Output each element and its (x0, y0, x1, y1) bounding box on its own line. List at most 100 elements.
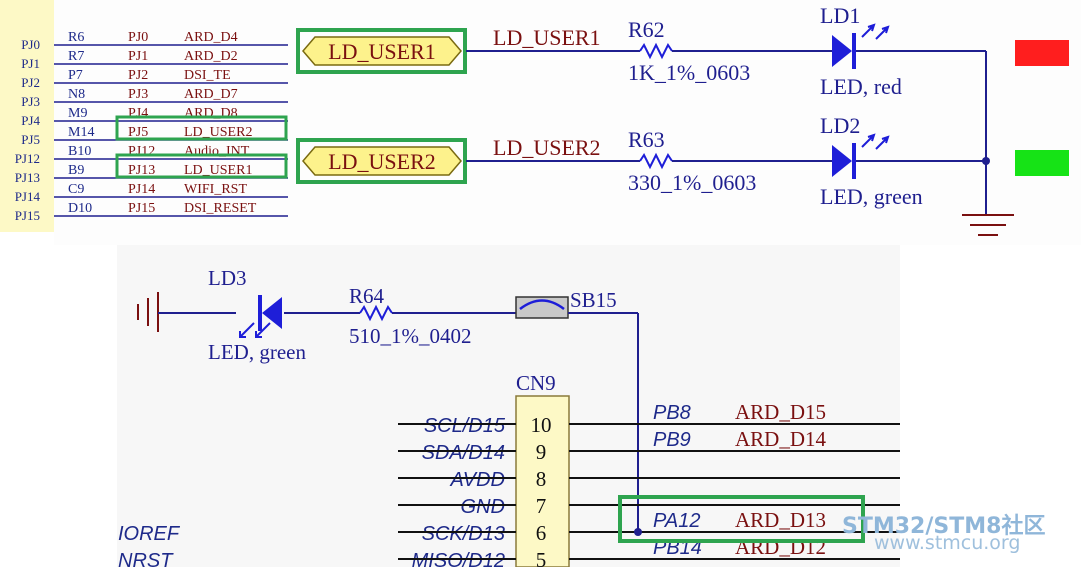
ic-port-label: PJ0 (21, 37, 40, 52)
led-ref: LD1 (820, 3, 860, 28)
led-color-swatch (1015, 150, 1069, 176)
resistor-ref: R62 (628, 17, 665, 42)
ic-port-label: PJ1 (21, 56, 40, 71)
side-label: NRST (118, 550, 174, 567)
highlight-box-pj5 (115, 115, 288, 141)
arduino-net-name: ARD_D12 (735, 535, 826, 559)
arduino-net-name: ARD_D14 (735, 427, 827, 451)
ic-port-label: PJ5 (21, 132, 40, 147)
port-ld_user2 (302, 146, 462, 176)
led-ref: LD2 (820, 113, 860, 138)
junction-dot (634, 528, 642, 536)
ic-ball-id: M9 (68, 106, 87, 121)
ic-net-name: ARD_D2 (184, 49, 238, 64)
net-label: LD_USER2 (493, 135, 601, 160)
connector-pin-number: 8 (536, 467, 547, 491)
ic-pin-name: PJ5 (128, 125, 148, 140)
ic-ball-id: D10 (68, 201, 92, 216)
resistor-ref: R64 (349, 284, 385, 308)
watermark-url: www.stmcu.org (874, 532, 1021, 554)
led-color-swatch (1015, 40, 1069, 66)
resistor-symbol (639, 42, 673, 60)
ic-net-name: DSI_RESET (184, 201, 257, 216)
ic-pin-name: PJ4 (128, 106, 148, 121)
ic-port-label: PJ13 (15, 170, 40, 185)
net-label: LD_USER1 (493, 25, 601, 50)
ic-net-name: ARD_D4 (184, 30, 238, 45)
led-desc: LED, green (208, 340, 306, 364)
resistor-ref: R63 (628, 127, 665, 152)
ic-port-label: PJ3 (21, 94, 40, 109)
solder-bridge-arc (519, 299, 565, 311)
connector-pin-number: 5 (536, 548, 547, 567)
highlight-box-pa12 (618, 495, 865, 543)
led-symbol-rays (861, 133, 890, 150)
led-symbol-rays (861, 23, 890, 40)
ic-ball-id: M14 (68, 125, 94, 140)
connector-pin-name: AVDD (450, 469, 505, 491)
resistor-value: 1K_1%_0603 (628, 60, 750, 85)
junction-dot (982, 157, 990, 165)
led-desc: LED, red (820, 74, 902, 99)
led-symbol (832, 145, 852, 177)
ic-net-name: ARD_D7 (184, 87, 238, 102)
ic-pin-name: PJ13 (128, 163, 155, 178)
connector-pin-name: SDA/D14 (422, 442, 505, 464)
connector-pin-number: 7 (536, 494, 547, 518)
led-ld3-symbol (262, 297, 282, 329)
led-ref: LD3 (208, 266, 247, 290)
connector-body (515, 395, 570, 567)
resistor-value: 330_1%_0603 (628, 170, 756, 195)
ic-port-label: PJ4 (21, 113, 40, 128)
ic-ball-id: B10 (68, 144, 91, 159)
watermark-separator: / (925, 514, 934, 539)
connector-ref: CN9 (516, 371, 556, 395)
ic-pin-name: PJ15 (128, 201, 155, 216)
ic-net-name: DSI_TE (184, 68, 231, 83)
ic-port-label: PJ15 (15, 208, 40, 223)
highlight-box-port (296, 28, 467, 74)
arduino-net-name: ARD_D13 (735, 508, 826, 532)
ic-port-label: PJ14 (15, 189, 41, 204)
highlight-box-port (296, 138, 467, 184)
ic-pin-name: PJ1 (128, 49, 148, 64)
connector-pin-number: 10 (531, 413, 552, 437)
side-label: IOREF (118, 523, 181, 545)
ic-net-name: WIFI_RST (184, 182, 247, 197)
ic-ball-id: C9 (68, 182, 84, 197)
watermark-brand-b: STM8 (933, 514, 1002, 539)
ic-ball-id: P7 (68, 68, 83, 83)
mcu-port-name: PA12 (653, 510, 700, 532)
ic-net-name: Audio_INT (184, 144, 250, 159)
led-symbol (832, 35, 852, 67)
port-ld_user1 (302, 36, 462, 66)
connector-pin-number: 6 (536, 521, 547, 545)
watermark-brand-a: STM32 (842, 514, 926, 539)
highlight-box-pj13 (115, 153, 288, 179)
ic-pin-name: PJ3 (128, 87, 148, 102)
ic-port-label: PJ2 (21, 75, 40, 90)
led-schematic-area (54, 0, 1081, 245)
connector-pin-number: 9 (536, 440, 547, 464)
watermark-suffix: 社区 (1001, 514, 1046, 539)
ic-pin-name: PJ12 (128, 144, 155, 159)
port-ld_user2-label: LD_USER2 (328, 149, 436, 174)
resistor-symbol (359, 304, 393, 322)
ic-pin-name: PJ0 (128, 30, 148, 45)
jumper-ref: SB15 (570, 288, 617, 312)
port-ld_user1-label: LD_USER1 (328, 39, 436, 64)
ic-net-name: ARD_D8 (184, 106, 238, 121)
ic-ball-id: B9 (68, 163, 84, 178)
arduino-net-name: ARD_D15 (735, 400, 826, 424)
ic-pin-name: PJ2 (128, 68, 148, 83)
connector-pin-name: SCL/D15 (424, 415, 506, 437)
mcu-port-name: PB9 (653, 429, 691, 451)
led-ld3-symbol-rays (239, 322, 271, 338)
ic-net-name: LD_USER1 (184, 163, 252, 178)
ic-pin-name: PJ14 (128, 182, 155, 197)
ic-ball-id: R7 (68, 49, 84, 64)
ic-ball-id: R6 (68, 30, 84, 45)
connector-pin-name: GND (461, 496, 505, 518)
ic-port-label: PJ12 (15, 151, 40, 166)
